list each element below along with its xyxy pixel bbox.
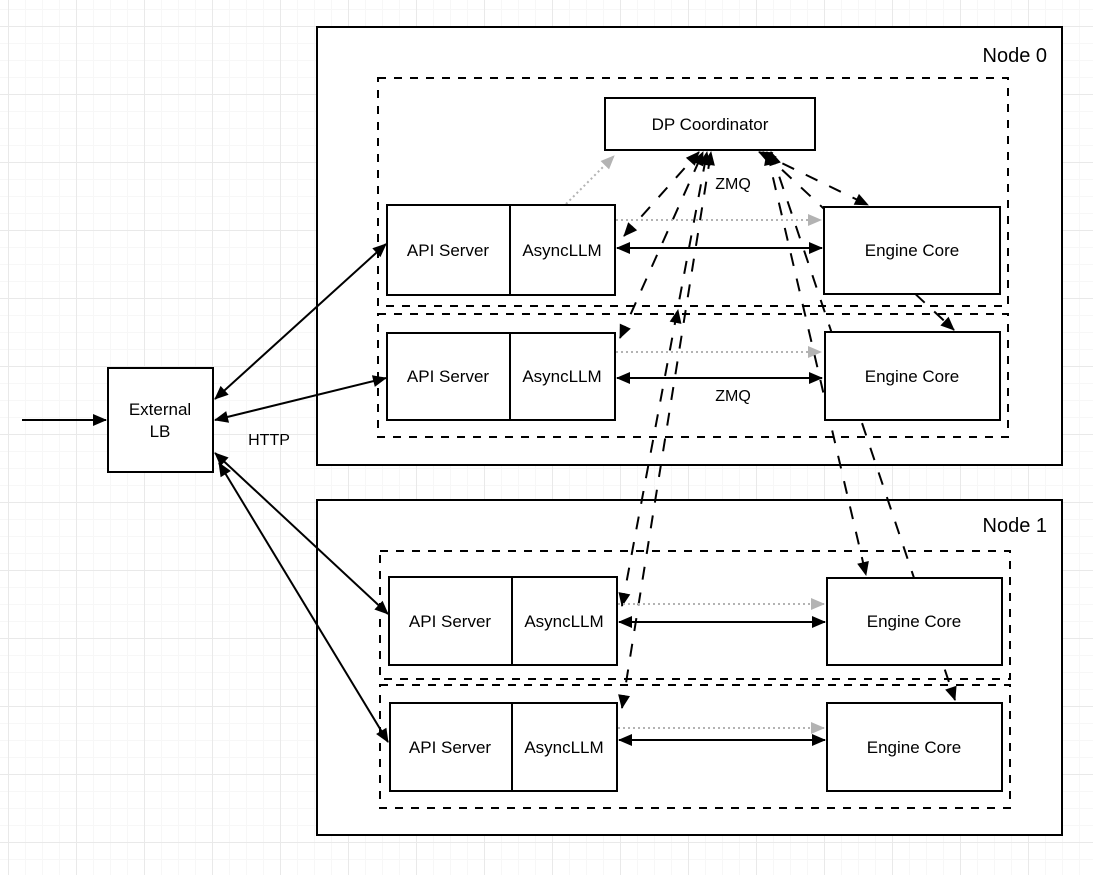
api-server-label-n0r0: API Server [407, 241, 490, 260]
asyncllm-label-n0r1: AsyncLLM [522, 367, 601, 386]
zmq-label-coordinator: ZMQ [715, 176, 751, 193]
lb-api-link-n0r0 [214, 243, 387, 400]
engine-core-box-n0r1 [824, 331, 1001, 421]
api-asyncllm-box-n1r1 [389, 702, 618, 792]
api-server-label-n1r1: API Server [409, 738, 492, 757]
http-label: HTTP [248, 432, 290, 449]
engine-core-label-n1r1: Engine Core [867, 738, 962, 757]
dp-coordinator-label: DP Coordinator [652, 115, 769, 134]
lb-api-link-n1r1 [218, 462, 389, 743]
api-asyncllm-box-n1r0 [388, 576, 618, 666]
external-lb-box [107, 367, 214, 473]
node0-label: Node 0 [983, 45, 1048, 67]
dp-coordinator-box [604, 97, 816, 151]
asyncllm-engine-links [616, 242, 826, 746]
asyncllm-label-n1r1: AsyncLLM [524, 738, 603, 757]
asyncllm-label-n0r0: AsyncLLM [522, 241, 601, 260]
asyncllm-coordinator-dotted-link [565, 155, 615, 205]
node1-rank1-group [379, 684, 1011, 809]
api-server-label-n0r1: API Server [407, 367, 490, 386]
engine-core-box-n1r0 [826, 577, 1003, 666]
engine-core-box-n1r1 [826, 702, 1003, 792]
api-asyncllm-box-n0r1 [386, 332, 616, 421]
zmq-label-engine: ZMQ [715, 388, 751, 405]
engine-core-label-n0r1: Engine Core [865, 367, 960, 386]
external-lb-label-line1: External [129, 400, 191, 419]
muted-links [565, 155, 825, 734]
api-asyncllm-box-n0r0 [386, 204, 616, 296]
node1-label: Node 1 [983, 515, 1048, 537]
asyncllm-label-n1r0: AsyncLLM [524, 612, 603, 631]
api-server-label-n1r0: API Server [409, 612, 492, 631]
engine-core-label-n0r0: Engine Core [865, 241, 960, 260]
coordinator-engine-link-n1r1 [769, 151, 957, 701]
http-links [22, 243, 389, 743]
engine-core-box-n0r0 [823, 206, 1001, 295]
external-lb-label-line2: LB [150, 422, 171, 441]
lb-api-link-n0r1 [214, 375, 387, 423]
engine-core-label-n1r0: Engine Core [867, 612, 962, 631]
